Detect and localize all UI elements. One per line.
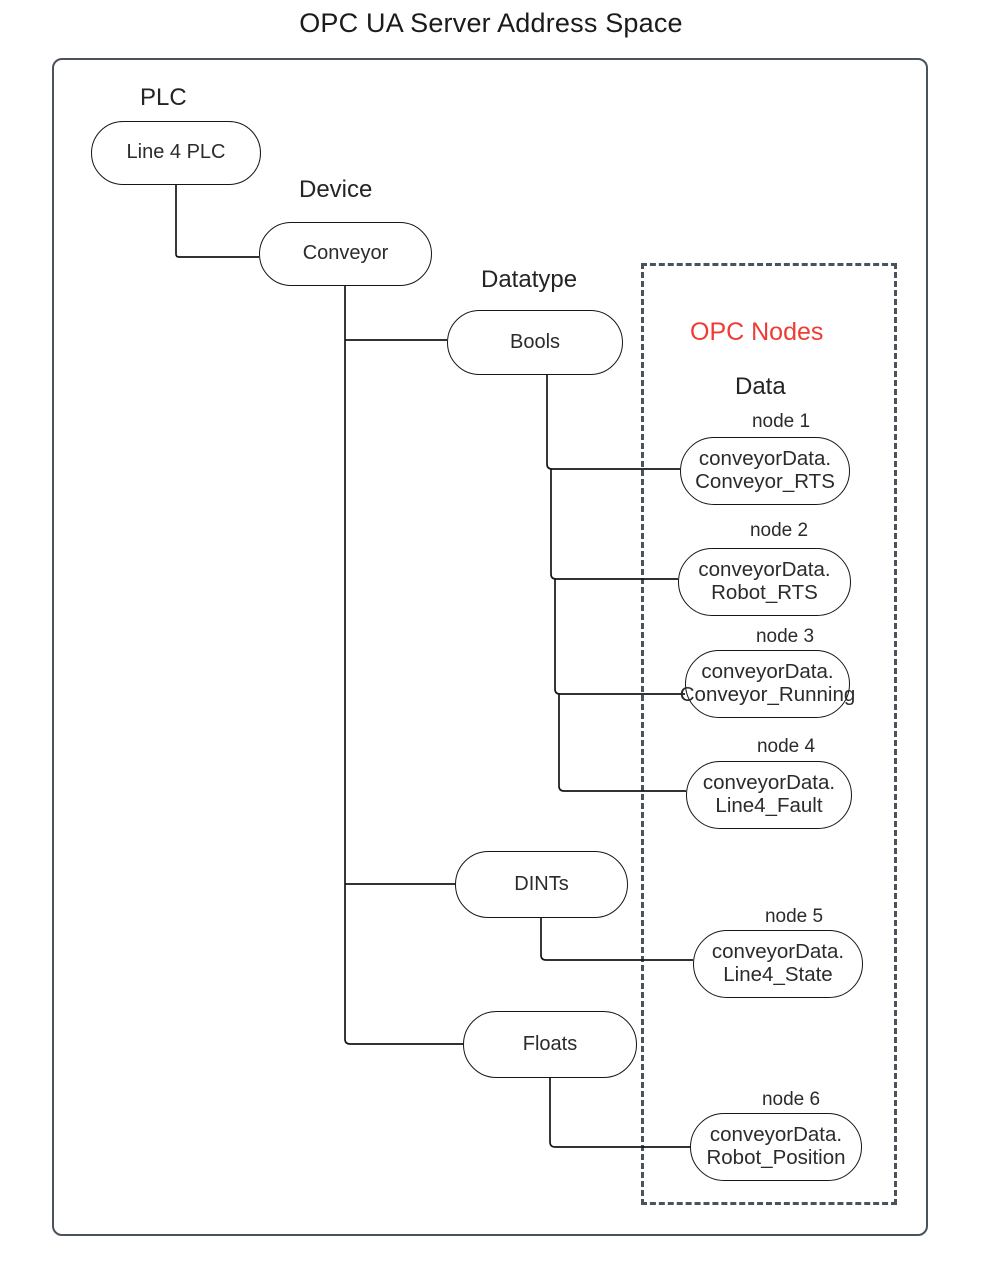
opc-node-line2: Line4_State (723, 963, 833, 986)
opc-node-line1: conveyorData. (701, 660, 834, 684)
opc-nodes-group-boundary (641, 263, 897, 1205)
opc-node-line1: conveyorData. (702, 771, 836, 795)
node-line4-plc[interactable]: Line 4 PLC (91, 121, 261, 185)
caption-plc: PLC (140, 84, 187, 111)
opc-node-line2: Robot_Position (706, 1146, 846, 1169)
opc-node-6[interactable]: conveyorData. Robot_Position (690, 1113, 862, 1181)
opc-node-line1: conveyorData. (711, 940, 845, 964)
caption-node-5: node 5 (764, 906, 824, 927)
node-datatype-dints[interactable]: DINTs (455, 851, 628, 918)
caption-data: Data (735, 373, 786, 400)
opc-node-2[interactable]: conveyorData. Robot_RTS (678, 548, 851, 616)
opc-node-line2: Conveyor_Running (679, 683, 856, 706)
opc-node-line2: Conveyor_RTS (695, 470, 835, 493)
node-label: Line 4 PLC (126, 141, 226, 164)
opc-node-line1: conveyorData. (698, 558, 831, 582)
caption-node-3: node 3 (755, 626, 815, 647)
caption-opc-nodes: OPC Nodes (690, 318, 824, 346)
node-label: Bools (509, 330, 561, 353)
caption-node-4: node 4 (756, 736, 816, 757)
opc-node-3[interactable]: conveyorData. Conveyor_Running (680, 650, 855, 718)
opc-node-1[interactable]: conveyorData. Conveyor_RTS (680, 437, 850, 505)
opc-node-line1: conveyorData. (709, 1123, 843, 1147)
node-label: Conveyor (302, 242, 389, 265)
caption-node-6: node 6 (761, 1089, 821, 1110)
node-label: Floats (522, 1032, 578, 1055)
node-label: DINTs (514, 872, 569, 895)
opc-node-line2: Robot_RTS (711, 581, 818, 604)
caption-datatype: Datatype (481, 266, 578, 293)
page-title: OPC UA Server Address Space (299, 8, 683, 38)
caption-node-2: node 2 (749, 520, 809, 541)
opc-node-line1: conveyorData. (698, 447, 832, 471)
address-space-container (52, 58, 928, 1236)
node-conveyor[interactable]: Conveyor (259, 222, 432, 286)
node-datatype-bools[interactable]: Bools (447, 310, 623, 375)
node-datatype-floats[interactable]: Floats (463, 1011, 637, 1078)
opc-node-4[interactable]: conveyorData. Line4_Fault (686, 761, 852, 829)
caption-device: Device (299, 176, 373, 203)
opc-node-5[interactable]: conveyorData. Line4_State (693, 930, 863, 998)
opc-node-line2: Line4_Fault (715, 794, 823, 817)
caption-node-1: node 1 (751, 411, 811, 432)
